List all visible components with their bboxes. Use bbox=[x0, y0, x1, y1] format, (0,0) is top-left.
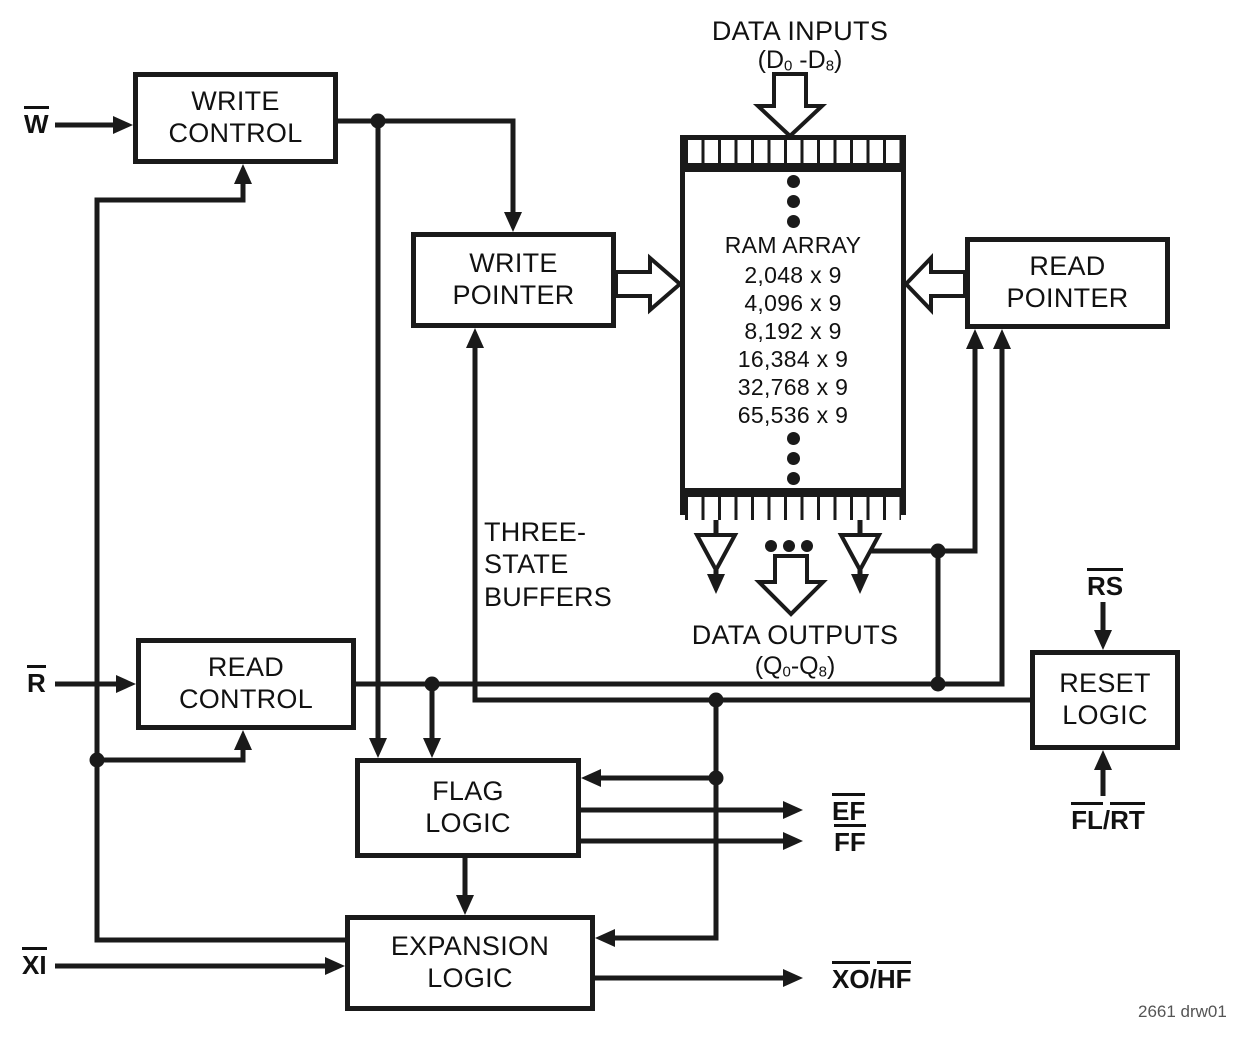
data-outputs-arrow bbox=[754, 554, 828, 617]
three-state-buffer-right-icon bbox=[837, 511, 883, 594]
write-pointer-block: WRITE POINTER bbox=[411, 232, 616, 328]
ff-signal-label: FF bbox=[834, 824, 866, 858]
three-state-buffers-label: THREE- STATE BUFFERS bbox=[484, 517, 613, 612]
expansion-logic-block: EXPANSION LOGIC bbox=[345, 915, 595, 1011]
data-inputs-arrow bbox=[752, 72, 828, 139]
reset-logic-block: RESET LOGIC bbox=[1030, 650, 1180, 750]
buffer-enable-line bbox=[868, 329, 984, 684]
data-inputs-range: (D0 -D8) bbox=[757, 46, 843, 75]
ram-top-hatch bbox=[685, 140, 901, 168]
rs-signal-label: RS bbox=[1075, 568, 1135, 602]
ram-array-text: RAM ARRAY 2,048 x 9 4,096 x 9 8,192 x 9 … bbox=[725, 231, 861, 429]
r-input-line bbox=[55, 675, 136, 693]
xo-hf-signal-label: XO/HF bbox=[832, 961, 912, 995]
flag-expansion-feed-line bbox=[581, 700, 724, 947]
data-inputs-title: DATA INPUTS bbox=[711, 16, 889, 46]
ram-ellipsis-bottom bbox=[786, 429, 800, 488]
ram-size-option: 4,096 x 9 bbox=[744, 290, 842, 316]
write-pointer-to-ram-arrow bbox=[614, 253, 684, 315]
ef-output-line bbox=[581, 801, 803, 819]
read-pointer-to-ram-arrow bbox=[903, 253, 967, 315]
fl-rt-signal-label: FL/RT bbox=[1048, 802, 1168, 836]
w-signal-label: W bbox=[24, 106, 49, 140]
w-input-line bbox=[55, 116, 133, 134]
ram-size-option: 16,384 x 9 bbox=[737, 346, 849, 372]
expansion-feedback-line bbox=[89, 164, 345, 943]
flag-to-expansion-line bbox=[456, 858, 474, 915]
ram-divider-bottom bbox=[685, 488, 901, 492]
flag-logic-block: FLAG LOGIC bbox=[355, 758, 581, 858]
xi-signal-label: XI bbox=[22, 947, 47, 981]
write-control-output-line bbox=[338, 113, 522, 758]
ram-size-option: 8,192 x 9 bbox=[744, 318, 842, 344]
ram-divider-top bbox=[685, 168, 901, 172]
ff-output-line bbox=[581, 832, 803, 850]
buffer-ellipsis-dots bbox=[765, 540, 813, 552]
read-control-block: READ CONTROL bbox=[136, 638, 356, 730]
rs-input-line bbox=[1094, 602, 1112, 650]
drawing-number: 2661 drw01 bbox=[1138, 1002, 1227, 1021]
ram-array-block: RAM ARRAY 2,048 x 9 4,096 x 9 8,192 x 9 … bbox=[680, 135, 906, 520]
ram-bottom-hatch bbox=[685, 492, 901, 520]
data-outputs-title: DATA OUTPUTS bbox=[691, 620, 899, 650]
read-pointer-block: READ POINTER bbox=[965, 237, 1170, 329]
ram-size-option: 65,536 x 9 bbox=[737, 402, 849, 428]
ef-signal-label: EF bbox=[832, 793, 866, 827]
ram-array-title: RAM ARRAY bbox=[724, 232, 862, 258]
three-state-buffer-left-icon bbox=[693, 511, 739, 594]
fl-rt-input-line bbox=[1094, 750, 1112, 796]
ram-size-option: 2,048 x 9 bbox=[744, 262, 842, 288]
ram-size-option: 32,768 x 9 bbox=[737, 374, 849, 400]
write-control-block: WRITE CONTROL bbox=[133, 72, 338, 164]
r-signal-label: R bbox=[27, 665, 46, 699]
xo-hf-output-line bbox=[595, 969, 803, 987]
ram-ellipsis-top bbox=[786, 172, 800, 231]
data-outputs-range: (Q0-Q8) bbox=[754, 652, 836, 681]
xi-input-line bbox=[55, 957, 345, 975]
